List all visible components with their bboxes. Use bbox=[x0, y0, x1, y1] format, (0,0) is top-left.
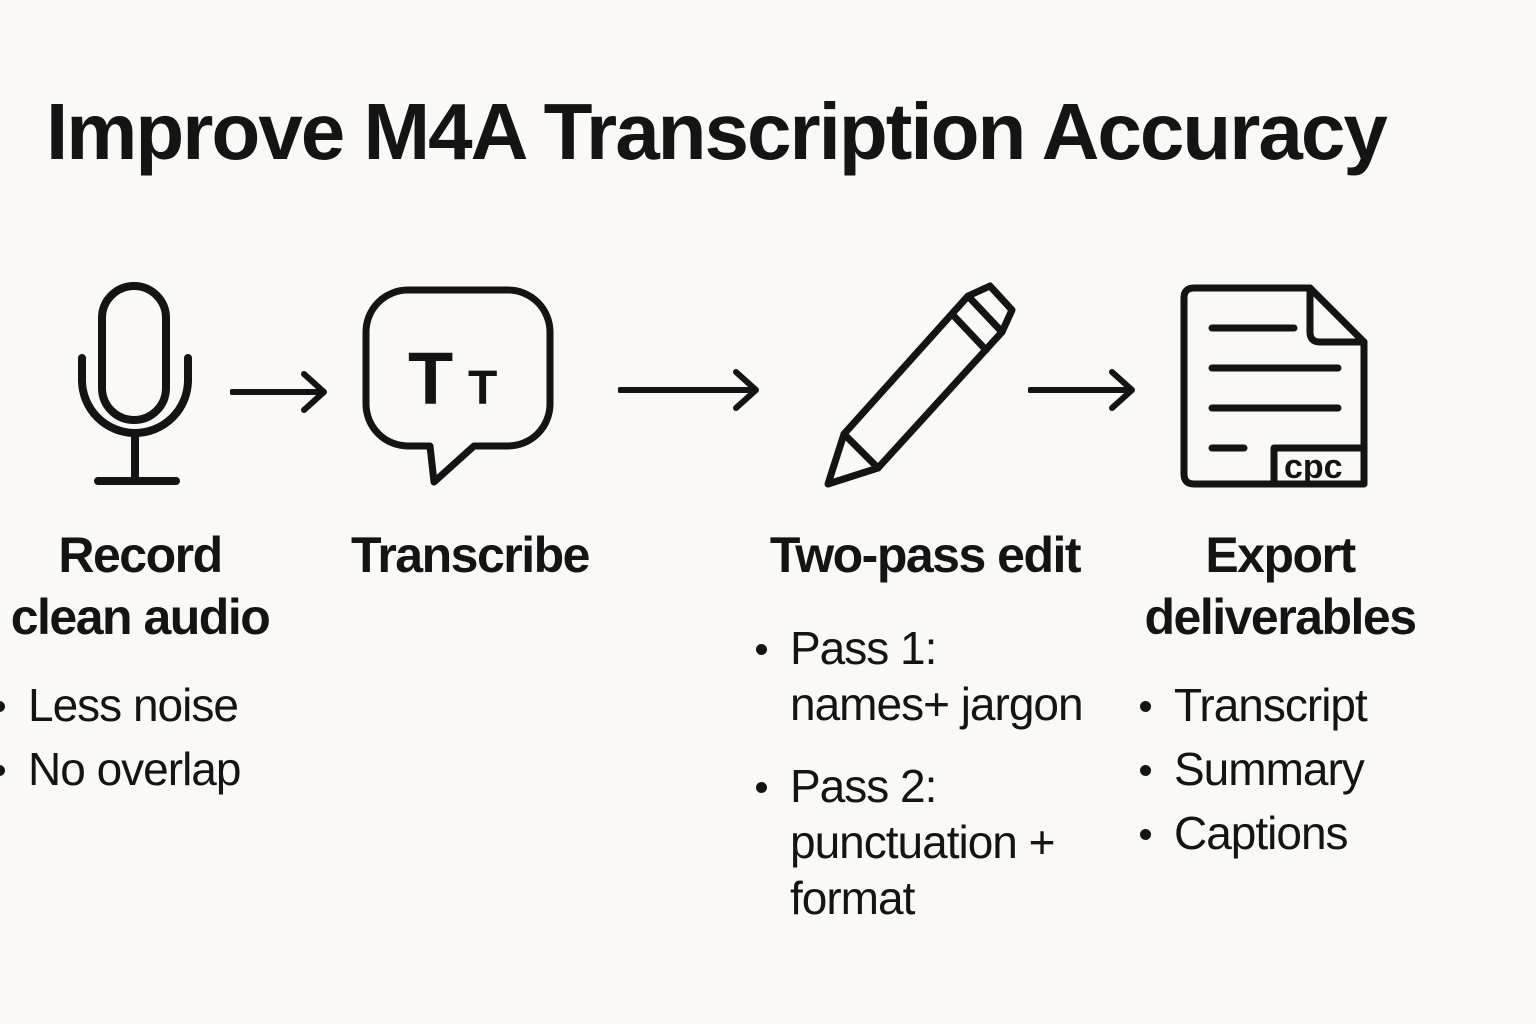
list-item: No overlap bbox=[0, 741, 241, 797]
list-item: Pass 1: names+ jargon bbox=[756, 620, 1084, 732]
arrow-right-icon bbox=[618, 366, 763, 416]
record-bullet-list: Less noise No overlap bbox=[0, 677, 241, 797]
export-bullet-list: Transcript Summary Captions bbox=[1140, 677, 1368, 861]
list-item: Summary bbox=[1140, 741, 1367, 797]
svg-text:T: T bbox=[468, 362, 497, 415]
arrow-right-icon bbox=[1028, 366, 1138, 416]
list-item: Captions bbox=[1140, 805, 1367, 861]
microphone-icon bbox=[70, 278, 200, 493]
edit-bullet-list: Pass 1: names+ jargon Pass 2: punctuatio… bbox=[756, 620, 1084, 952]
arrow-right-icon bbox=[230, 368, 330, 418]
page-title: Improve M4A Transcription Accuracy bbox=[46, 87, 1388, 176]
step-title-record: Record clean audio bbox=[10, 527, 271, 645]
pencil-icon bbox=[820, 280, 1020, 494]
list-item: Transcript bbox=[1140, 677, 1368, 733]
list-item: Pass 2: punctuation + format bbox=[756, 758, 1083, 926]
document-badge-text: cpc bbox=[1284, 448, 1343, 486]
svg-text:T: T bbox=[408, 337, 453, 420]
step-title-two-pass-edit: Two-pass edit bbox=[769, 527, 1082, 583]
step-title-export: Export deliverables bbox=[1144, 527, 1417, 645]
step-title-transcribe: Transcribe bbox=[351, 527, 590, 583]
text-speech-bubble-icon: T T bbox=[362, 284, 562, 494]
document-icon: cpc bbox=[1178, 282, 1373, 492]
list-item: Less noise bbox=[0, 677, 240, 733]
